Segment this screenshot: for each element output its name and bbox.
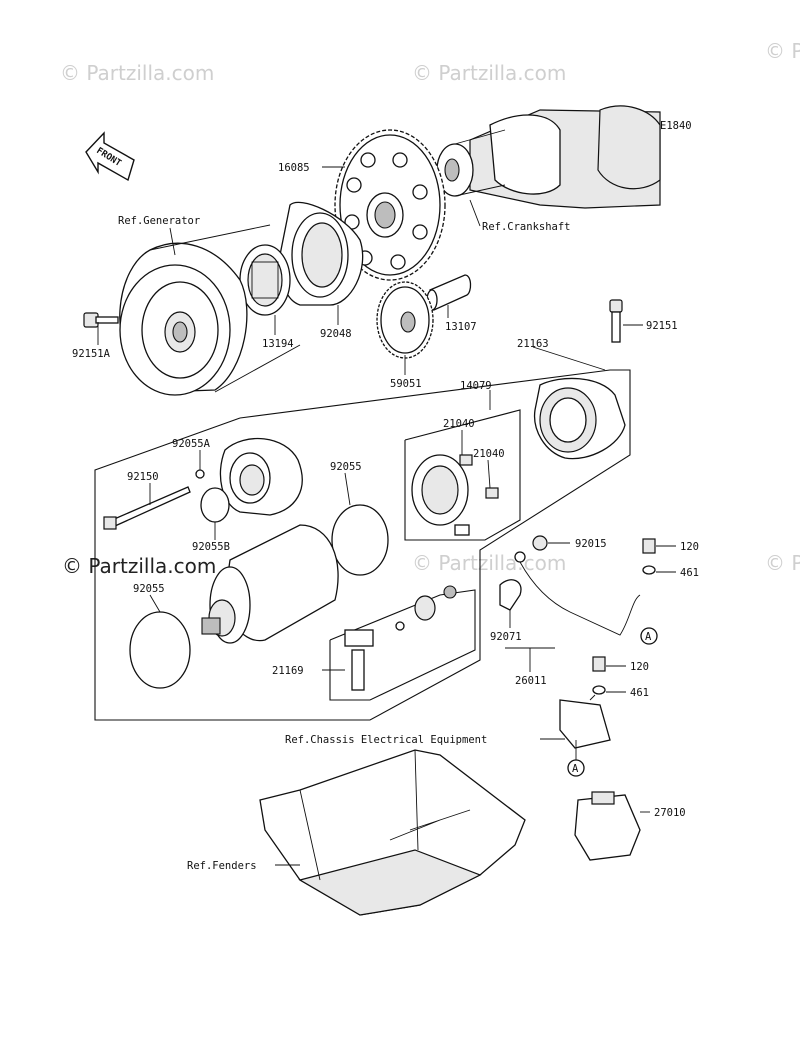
reference-circle-a-2-label: A [572, 763, 579, 775]
crankshaft-drawing [436, 105, 661, 209]
label-120-b: 120 [630, 661, 649, 673]
label-13107: 13107 [445, 321, 477, 333]
label-27010: 27010 [654, 807, 686, 819]
label-92055-bottom: 92055 [133, 583, 165, 595]
reference-circle-a-1-label: A [645, 631, 652, 643]
watermark-top-right: © Partzilla.com [765, 39, 800, 63]
terminal-box-outline [329, 589, 476, 701]
oring-92055-bottom-drawing [129, 611, 191, 689]
clutch-92048-drawing [279, 201, 364, 306]
brush-21040-a-drawing [459, 454, 473, 466]
washer-461-b-drawing [592, 685, 606, 695]
label-92015: 92015 [575, 538, 607, 550]
brush-holder-box [404, 409, 521, 541]
label-92151a: 92151A [72, 348, 111, 360]
label-14079: 14079 [460, 380, 492, 392]
cover-21163-drawing [533, 377, 626, 460]
label-461-a: 461 [680, 567, 699, 579]
bolt-92151-drawing [609, 299, 623, 343]
label-461-b: 461 [630, 687, 649, 699]
label-92055b: 92055B [192, 541, 230, 553]
label-59051: 59051 [390, 378, 422, 390]
starter-endcap-drawing [219, 437, 303, 516]
relay-27010-drawing [574, 791, 641, 861]
label-ref-crankshaft: Ref.Crankshaft [482, 221, 571, 233]
label-ref-generator: Ref.Generator [118, 215, 200, 227]
label-120-a: 120 [680, 541, 699, 553]
watermark-mid-center: © Partzilla.com [412, 551, 566, 575]
label-92150: 92150 [127, 471, 159, 483]
generator-rotor-drawing [119, 224, 301, 396]
brush-holder-14079-drawing [411, 454, 470, 536]
washer-461-a-drawing [642, 565, 656, 575]
leader-lines [97, 166, 676, 866]
brush-21040-b-drawing [485, 487, 499, 499]
label-13194: 13194 [262, 338, 294, 350]
label-21040-a: 21040 [443, 418, 475, 430]
bolt-120-a-drawing [642, 538, 656, 554]
bearing-13194-drawing [239, 244, 291, 316]
watermark-mid-left: © Partzilla.com [62, 554, 216, 578]
oring-92055b-drawing [200, 487, 230, 523]
starter-motor-drawing [201, 524, 339, 644]
reference-circle-a-1: A [640, 627, 658, 645]
gear-59051-drawing [376, 281, 434, 359]
label-21169: 21169 [272, 665, 304, 677]
label-ref-chassis-electrical: Ref.Chassis Electrical Equipment [285, 734, 487, 746]
label-21163: 21163 [517, 338, 549, 350]
oring-92055-top-drawing [331, 504, 389, 576]
label-92151: 92151 [646, 320, 678, 332]
assembly-outline [94, 369, 631, 721]
label-92055a: 92055A [172, 438, 211, 450]
diagram-code: E1840 [660, 120, 692, 132]
nut-92015-drawing [532, 535, 548, 551]
label-92071: 92071 [490, 631, 522, 643]
reference-circle-a-2: A [567, 759, 585, 777]
label-26011: 26011 [515, 675, 547, 687]
shaft-13107-drawing [426, 274, 472, 311]
label-21040-b: 21040 [473, 448, 505, 460]
bolt-120-b-drawing [592, 656, 606, 672]
gear-16085-drawing [334, 129, 446, 281]
chassis-bracket-drawing [559, 694, 611, 749]
cable-26011-drawing [499, 551, 641, 636]
label-92055-top: 92055 [330, 461, 362, 473]
watermark-mid-right: © Partzilla.com [765, 551, 800, 575]
oring-92055a-drawing [195, 469, 205, 479]
watermark-top-left: © Partzilla.com [60, 61, 214, 85]
watermark-top-center: © Partzilla.com [412, 61, 566, 85]
fender-drawing [259, 749, 526, 916]
label-16085: 16085 [278, 162, 310, 174]
front-arrow-icon: FRONT [85, 131, 135, 182]
bolt-92151a-drawing [83, 312, 119, 328]
terminal-21169-drawing [344, 585, 457, 691]
label-92048: 92048 [320, 328, 352, 340]
bolt-92150-drawing [103, 486, 191, 530]
label-ref-fenders: Ref.Fenders [187, 860, 257, 872]
